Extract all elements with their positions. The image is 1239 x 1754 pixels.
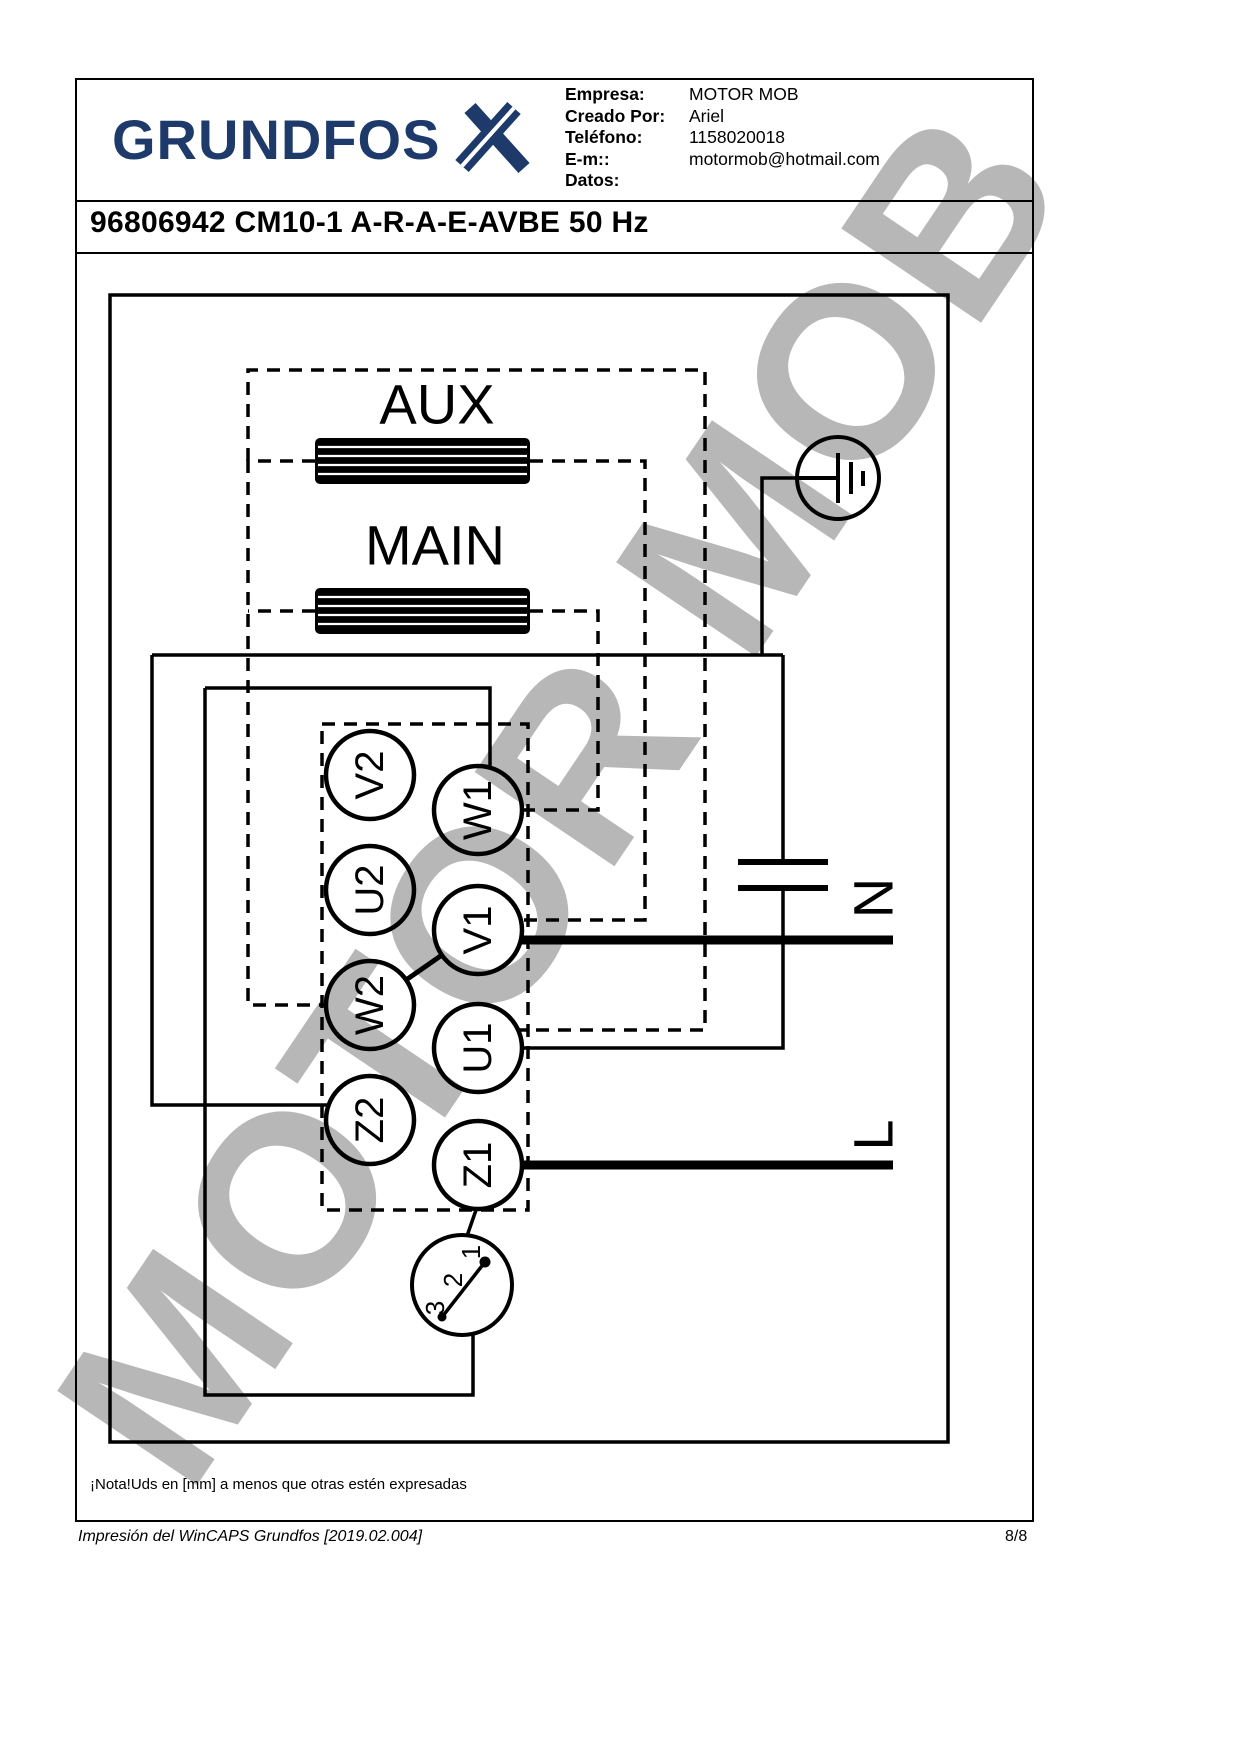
info-label: Teléfono: <box>565 127 643 147</box>
grundfos-x-symbol <box>455 101 530 174</box>
terminal-z1: Z1 <box>431 1118 525 1212</box>
page-border <box>75 78 1034 1522</box>
info-row-telefono: Teléfono: 1158020018 <box>565 127 880 149</box>
header-divider <box>77 200 1032 202</box>
switch-contact-dot <box>437 1312 447 1322</box>
line-label: L <box>842 1119 905 1150</box>
info-value: Ariel <box>689 105 725 126</box>
terminal-z2: Z2 <box>323 1073 417 1167</box>
info-row-empresa: Empresa: MOTOR MOB <box>565 84 880 106</box>
company-info-block: Empresa: MOTOR MOB Creado Por: Ariel Tel… <box>565 84 880 192</box>
switch-position-3: 3 <box>420 1301 450 1315</box>
solid-wiring <box>150 476 797 1397</box>
info-row-email: E-m:: motormob@hotmail.com <box>565 149 880 171</box>
info-value: motormob@hotmail.com <box>689 148 880 169</box>
info-row-datos: Datos: <box>565 170 880 192</box>
terminal-block-outline <box>320 722 530 1212</box>
units-note: ¡Nota!Uds en [mm] a menos que otras esté… <box>90 1476 467 1493</box>
terminal-v2: V2 <box>323 728 417 822</box>
switch-pivot-dot <box>479 1256 491 1268</box>
title-divider <box>77 252 1032 254</box>
switch-position-2: 2 <box>438 1273 468 1287</box>
selector-switch: 1 2 3 <box>410 1233 514 1337</box>
terminal-v1: V1 <box>431 883 525 977</box>
main-winding <box>315 588 530 634</box>
wiring-diagram: AUX MAIN V2 U2 W2 Z2 W1 V1 <box>108 293 950 1444</box>
dashed-wiring <box>246 368 707 1212</box>
neutral-label: N <box>842 878 905 918</box>
info-label: Datos: <box>565 170 620 190</box>
ground-symbol <box>795 435 881 521</box>
terminal-w1-label: W1 <box>456 780 500 840</box>
print-info: Impresión del WinCAPS Grundfos [2019.02.… <box>78 1528 423 1545</box>
switch-lever <box>440 1260 487 1319</box>
grundfos-logo-icon <box>452 98 532 187</box>
page-title: 96806942 CM10-1 A-R-A-E-AVBE 50 Hz <box>90 206 649 239</box>
info-label: E-m:: <box>565 148 610 169</box>
terminal-u1-label: U1 <box>456 1022 500 1073</box>
terminal-z2-label: Z2 <box>348 1097 392 1144</box>
terminal-w2: W2 <box>323 958 417 1052</box>
terminal-u2: U2 <box>323 843 417 937</box>
terminal-v1-label: V1 <box>456 906 500 955</box>
terminal-u1: U1 <box>431 1001 525 1095</box>
switch-position-1: 1 <box>456 1245 486 1259</box>
main-label: MAIN <box>365 514 505 577</box>
terminal-w2-label: W2 <box>348 975 392 1035</box>
info-value: 1158020018 <box>689 127 786 147</box>
motor-outline <box>108 293 950 1444</box>
capacitor-symbol <box>738 859 828 891</box>
info-row-creado-por: Creado Por: Ariel <box>565 106 880 128</box>
terminal-w1: W1 <box>431 763 525 857</box>
page-number: 8/8 <box>1005 1528 1028 1545</box>
terminal-v2-label: V2 <box>348 751 392 800</box>
grundfos-logo-text: GRUNDFOS <box>112 108 441 171</box>
aux-winding <box>315 438 530 484</box>
info-value: MOTOR MOB <box>689 84 799 104</box>
terminal-z1-label: Z1 <box>456 1142 500 1189</box>
aux-label: AUX <box>379 373 494 436</box>
terminal-u2-label: U2 <box>348 864 392 915</box>
info-label: Empresa: <box>565 84 645 104</box>
info-label: Creado Por: <box>565 105 666 126</box>
